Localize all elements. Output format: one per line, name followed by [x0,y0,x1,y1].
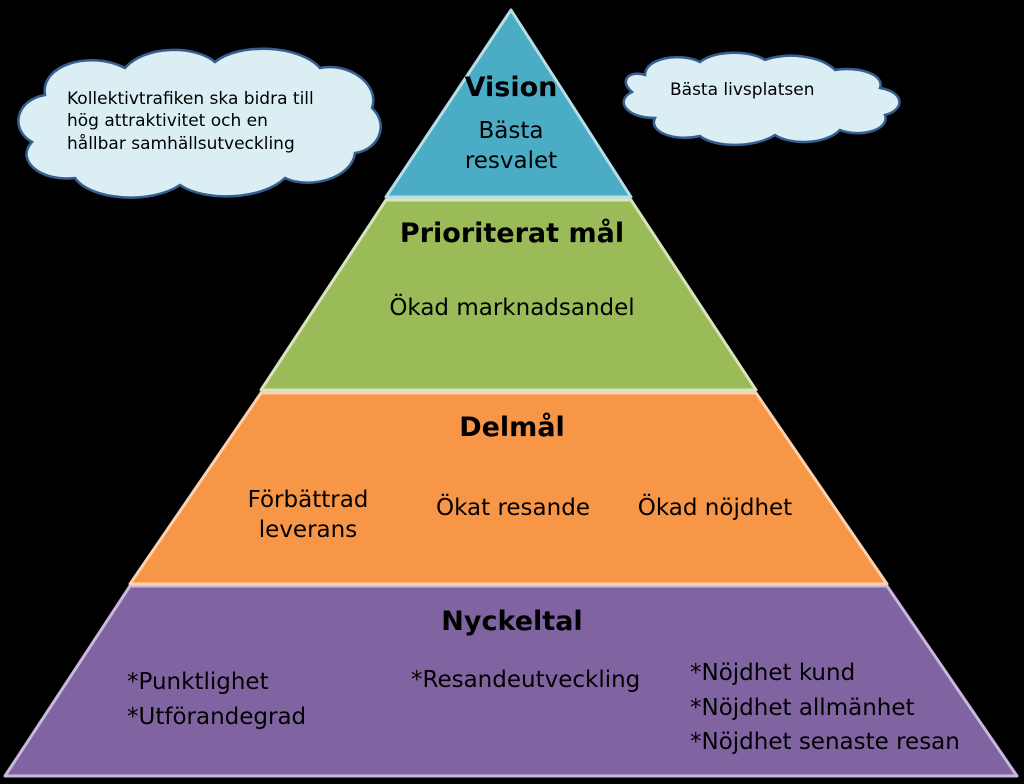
nyckeltal-item: *Nöjdhet kund *Nöjdhet allmänhet *Nöjdhe… [690,660,960,755]
nyckeltal-item: *Punktlighet *Utförandegrad [127,669,307,730]
vision-text: Bästa resvalet [464,118,558,175]
delmal-item: Ökad nöjdhet [637,495,793,521]
delmal-title: Delmål [459,412,565,443]
delmal-item: Ökat resande [436,495,590,521]
delmal-item: Förbättrad leverans [247,487,369,543]
level-prioriterat-shape [259,198,758,392]
prioriterat-text: Ökad marknadsandel [389,295,635,321]
vision-title: Vision [464,72,558,103]
nyckeltal-title: Nyckeltal [441,606,583,637]
cloud-left-text: Kollektivtrafiken ska bidra till hög att… [67,89,314,154]
nyckeltal-item: *Resandeutveckling [411,667,641,693]
pyramid-layers [3,8,1019,778]
cloud-right-text: Bästa livsplatsen [670,80,815,100]
cloud-left [17,47,382,199]
level-delmal-shape [128,391,889,586]
cloud-right [622,51,901,147]
level-nyckeltal-shape [3,584,1019,778]
level-vision-shape [384,8,633,199]
prioriterat-title: Prioriterat mål [399,218,625,249]
